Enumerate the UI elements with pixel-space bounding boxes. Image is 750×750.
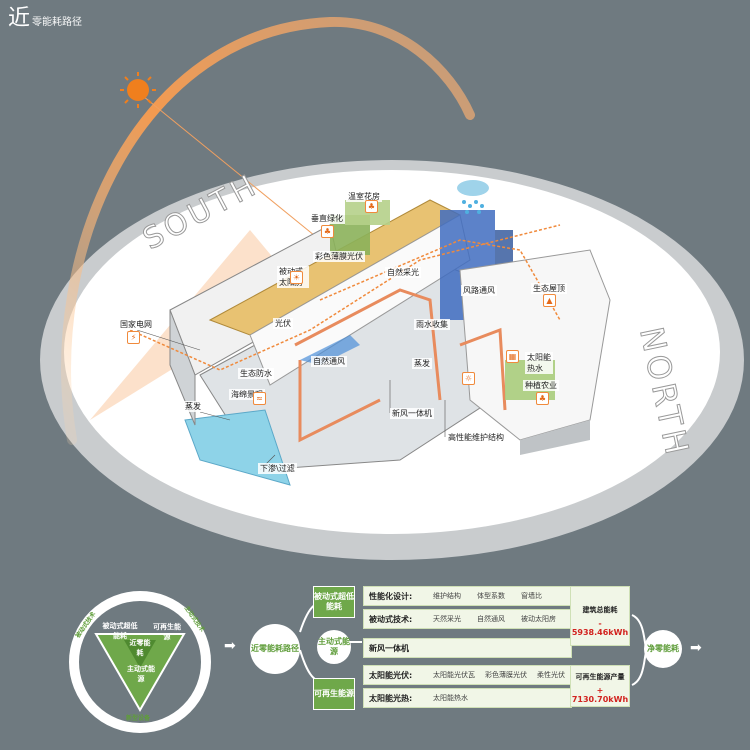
flow-renewable: 可再生能源 (313, 678, 355, 710)
sun-room-icon: ☀ (290, 271, 303, 284)
row-fresh-air: 新风一体机 (363, 638, 572, 658)
callout-green-roof: 生态屋顶 (531, 283, 567, 294)
result-consumption: 建筑总能耗 - 5938.46kWh (570, 586, 630, 646)
page-title: 近 零能耗路径 (8, 8, 82, 30)
flow-end: 净零能耗 (644, 630, 682, 668)
callout-solar-water: 太阳能热水 (525, 352, 553, 374)
callout-eco-water: 生态防水 (238, 368, 274, 379)
callout-pv: 光伏 (273, 318, 293, 329)
grid-icon: ⚡ (127, 331, 140, 344)
callout-evaporation-outer: 蒸发 (183, 401, 203, 412)
callout-ventilation: 自然通风 (311, 356, 347, 367)
result-production: 可再生能源产量 + 7130.70kWh (570, 665, 630, 707)
roof-fire-icon: ▲ (543, 294, 556, 307)
bulb-icon: ☼ (462, 372, 475, 385)
callout-seaview-pool: 海绵景观 (229, 389, 265, 400)
arrow-right-icon: ➡ (224, 638, 236, 654)
row-pv: 太阳能光伏: 太阳能光伏瓦 彩色薄膜光伏 柔性光伏 (363, 665, 572, 685)
callout-grid: 国家电网 (118, 319, 154, 330)
greenhouse-icon: ♣ (365, 200, 378, 213)
consumption-value: - 5938.46kWh (571, 619, 629, 637)
production-value: + 7130.70kWh (571, 686, 629, 704)
flow-active: 主动式能源 (317, 630, 351, 664)
callout-color-film-pv: 彩色薄膜光伏 (313, 251, 365, 262)
legend-passive: 被动式超低能耗 (102, 622, 138, 640)
callout-evaporation-inner: 蒸发 (412, 358, 432, 369)
callout-wind-tower: 风路通风 (461, 285, 497, 296)
title-text: 零能耗路径 (32, 17, 83, 28)
pool-icon: ≈ (253, 392, 266, 405)
leaf-icon: ♣ (321, 225, 334, 238)
building-diagram: SOUTH NORTH (40, 16, 744, 560)
end-arrow-icon: ➡ (690, 640, 702, 656)
row-passive-tech: 被动式技术: 天然采光 自然通风 被动太阳房 (363, 609, 572, 629)
row-performance: 性能化设计: 维护结构 体型系数 窗墙比 (363, 586, 572, 606)
plant-icon: ♣ (536, 392, 549, 405)
flow-passive: 被动式超低能耗 (313, 586, 355, 618)
legend-active: 主动式能源 (127, 665, 155, 683)
callout-vertical-green: 垂直绿化 (309, 213, 345, 224)
legend-renewable: 可再生能源 (153, 623, 181, 641)
callout-greenhouse: 温室花房 (346, 191, 382, 202)
callout-infiltration: 下渗\过滤 (258, 463, 297, 474)
rain-cloud-icon (457, 180, 489, 214)
sun-icon (120, 72, 156, 108)
row-solar-heat: 太阳能光热: 太阳能热水 (363, 688, 572, 708)
legend-center: 近零能耗 (129, 639, 151, 657)
energy-legend (69, 591, 211, 733)
callout-planting: 种植农业 (523, 380, 559, 391)
callout-rainwater: 雨水收集 (414, 319, 450, 330)
title-char: 近 (8, 6, 31, 31)
callout-envelope: 高性能维护结构 (446, 432, 506, 443)
callout-daylight: 自然采光 (385, 267, 421, 278)
callout-fresh-air: 新风一体机 (390, 408, 434, 419)
solar-panel-icon: ▦ (506, 350, 519, 363)
ring-bottom-label: 新型设备 (126, 715, 151, 722)
sun-path-arc (61, 16, 475, 445)
flow-start: 近零能耗路径 (250, 624, 300, 674)
